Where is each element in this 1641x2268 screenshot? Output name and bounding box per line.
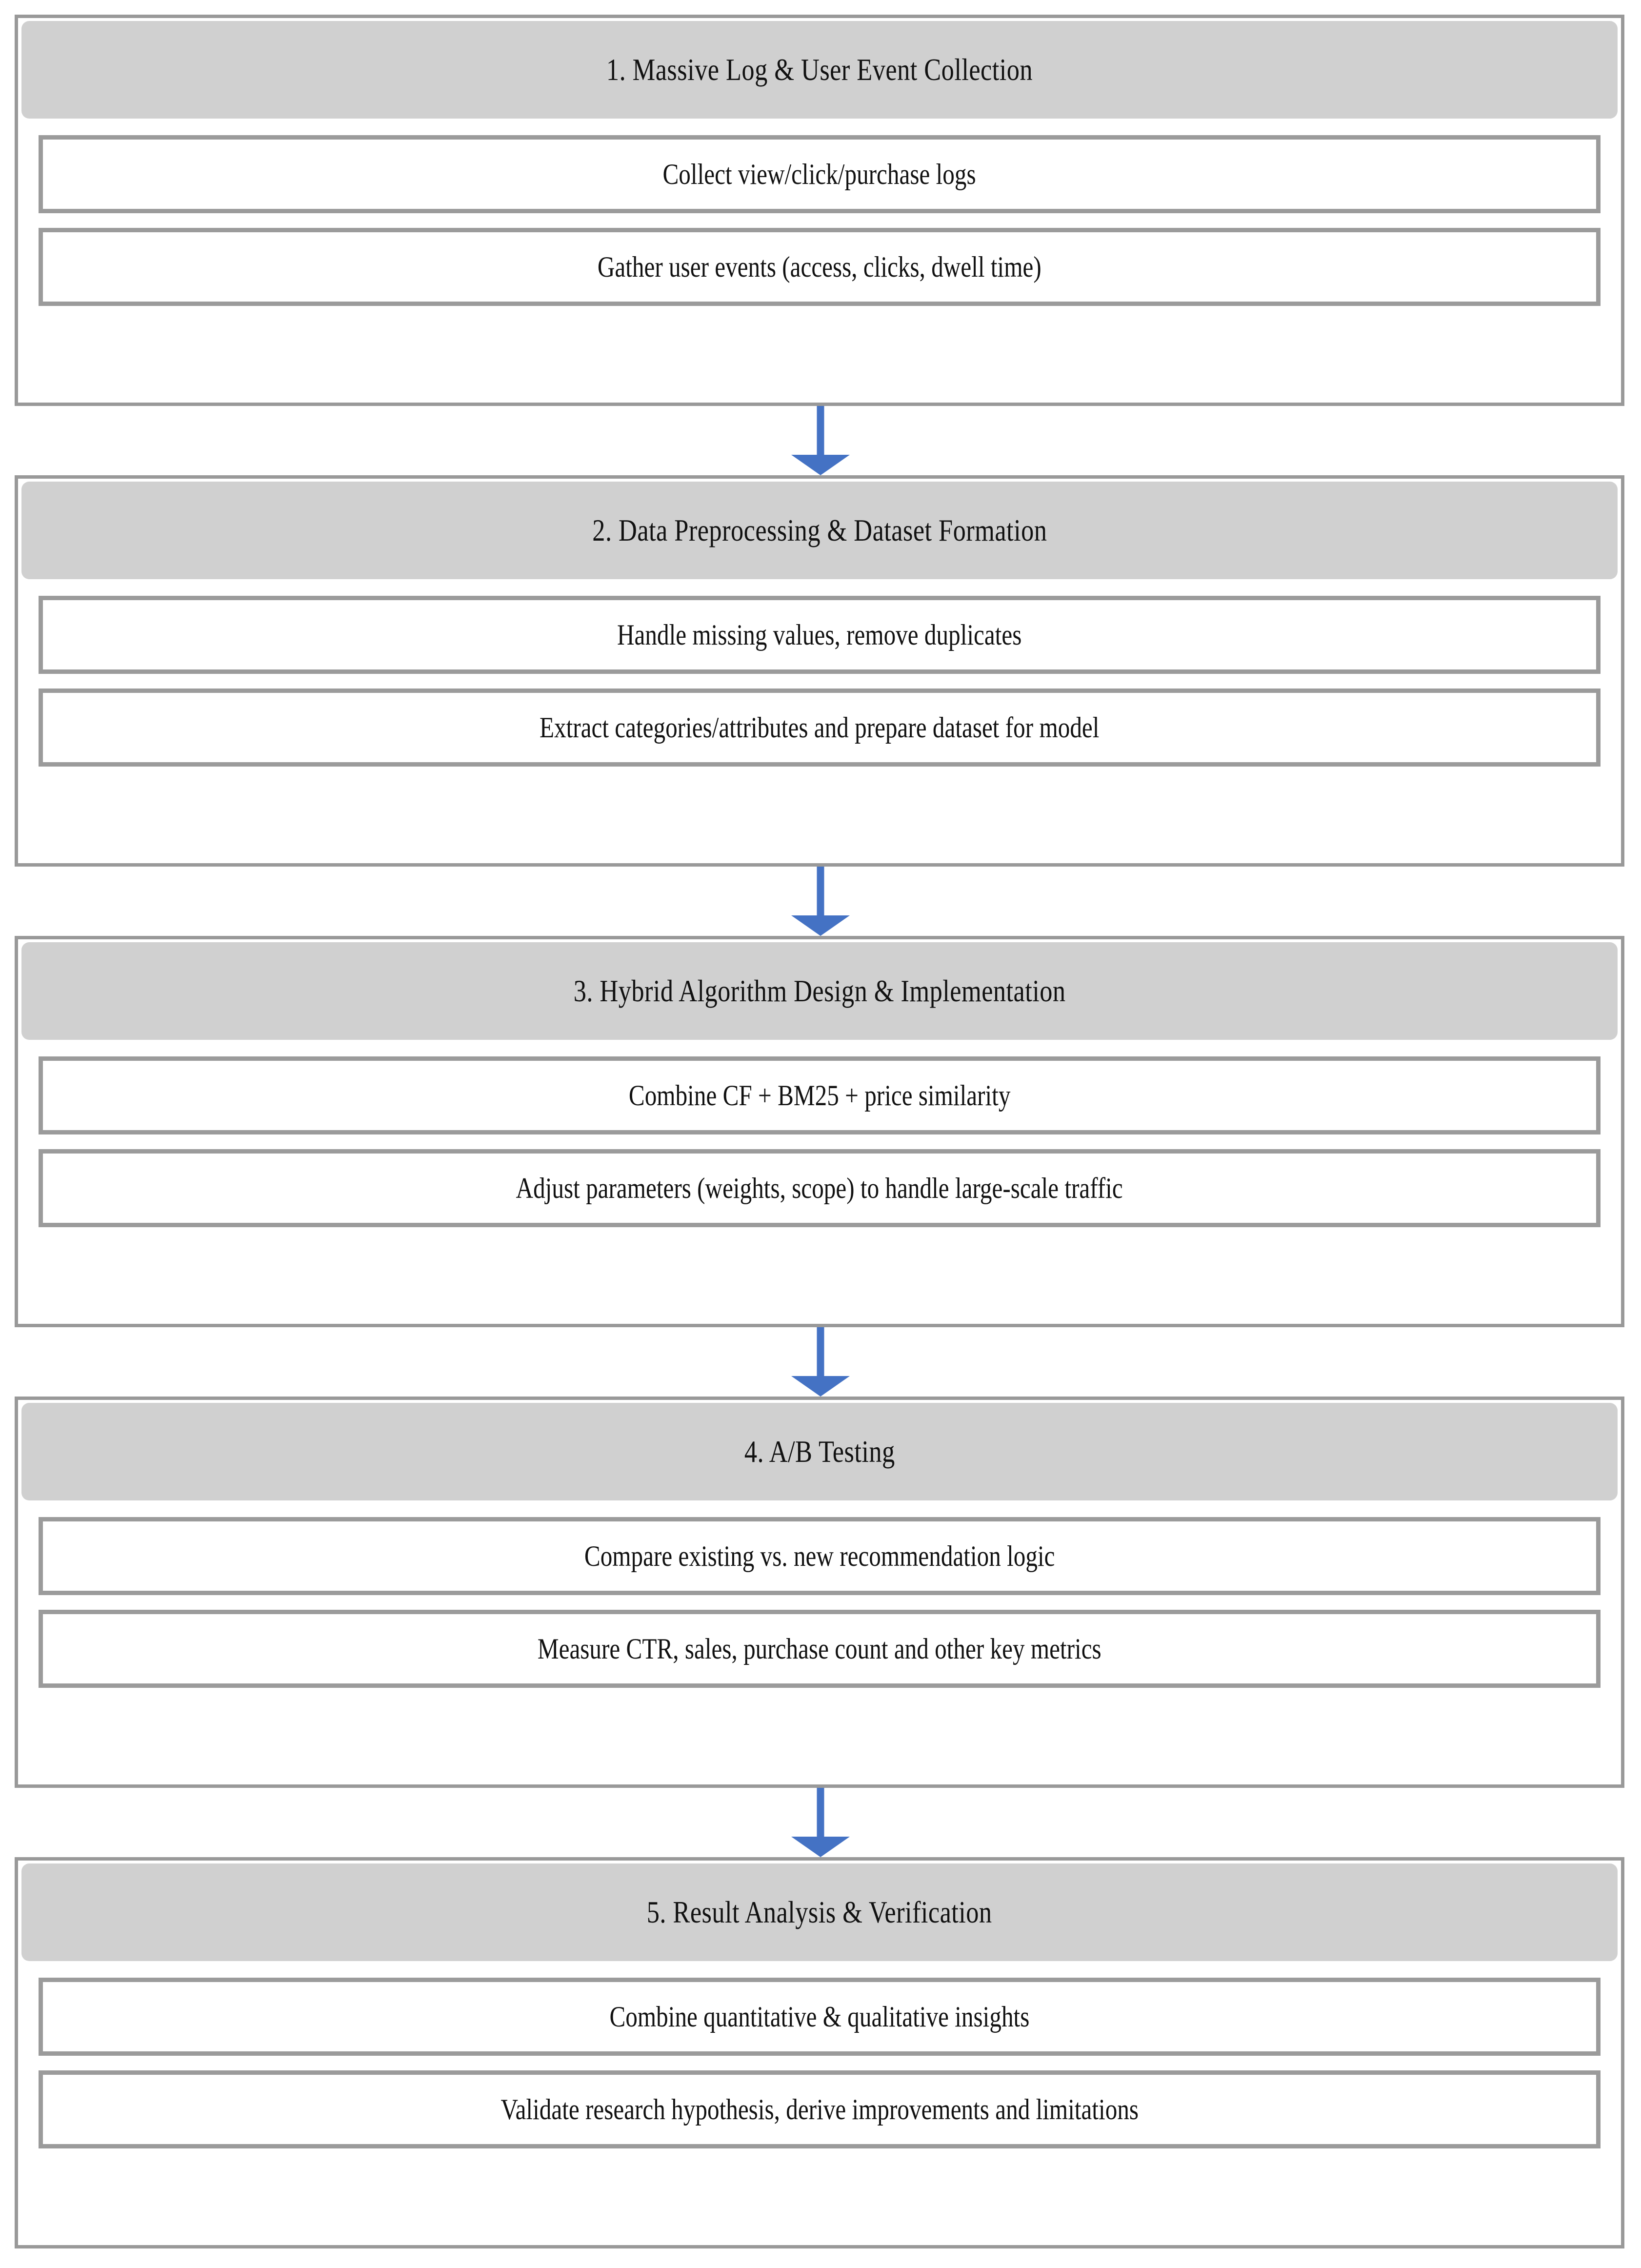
stage-2-item-2[interactable]: Extract categories/attributes and prepar… [39,688,1601,767]
stage-2: 2. Data Preprocessing & Dataset Formatio… [15,475,1624,867]
stage-4-item-1-label: Compare existing vs. new recommendation … [584,1539,1055,1572]
stage-2-header: 2. Data Preprocessing & Dataset Formatio… [21,482,1618,579]
stage-4-item-2-label: Measure CTR, sales, purchase count and o… [538,1632,1101,1665]
arrowhead-icon [791,455,850,475]
stage-3-header: 3. Hybrid Algorithm Design & Implementat… [21,942,1618,1040]
stage-5-header: 5. Result Analysis & Verification [21,1863,1618,1961]
stage-1-item-2[interactable]: Gather user events (access, clicks, dwel… [39,228,1601,306]
stage-3-items: Combine CF + BM25 + price similarity Adj… [18,1040,1621,1241]
stage-5-title: 5. Result Analysis & Verification [647,1895,992,1929]
stage-1-item-2-label: Gather user events (access, clicks, dwel… [598,250,1041,283]
stage-5-item-1[interactable]: Combine quantitative & qualitative insig… [39,1978,1601,2056]
stage-4-item-1[interactable]: Compare existing vs. new recommendation … [39,1517,1601,1595]
stage-1-item-1-label: Collect view/click/purchase logs [662,158,977,190]
connector-stage-4-to-stage-5 [0,1788,1641,1857]
connector-stage-2-to-stage-3 [0,867,1641,936]
stage-2-items: Handle missing values, remove duplicates… [18,579,1621,780]
stage-5-item-1-label: Combine quantitative & qualitative insig… [609,2000,1030,2033]
stage-1: 1. Massive Log & User Event Collection C… [15,15,1624,406]
stage-1-header: 1. Massive Log & User Event Collection [21,21,1618,119]
arrowhead-icon [791,1376,850,1397]
stage-4: 4. A/B Testing Compare existing vs. new … [15,1397,1624,1788]
stage-1-title: 1. Massive Log & User Event Collection [606,52,1033,87]
stage-4-title: 4. A/B Testing [744,1434,895,1469]
stage-3: 3. Hybrid Algorithm Design & Implementat… [15,936,1624,1327]
stage-5-item-2[interactable]: Validate research hypothesis, derive imp… [39,2070,1601,2148]
stage-3-item-2-label: Adjust parameters (weights, scope) to ha… [516,1172,1123,1204]
stage-1-items: Collect view/click/purchase logs Gather … [18,119,1621,320]
connector-stage-3-to-stage-4 [0,1327,1641,1397]
stage-3-item-1-label: Combine CF + BM25 + price similarity [628,1079,1011,1112]
arrowhead-icon [791,915,850,936]
stage-3-item-2[interactable]: Adjust parameters (weights, scope) to ha… [39,1149,1601,1227]
connector-stage-1-to-stage-2 [0,406,1641,475]
stage-2-item-1-label: Handle missing values, remove duplicates [617,618,1022,651]
stage-1-item-1[interactable]: Collect view/click/purchase logs [39,135,1601,213]
arrowhead-icon [791,1837,850,1857]
stage-4-items: Compare existing vs. new recommendation … [18,1500,1621,1701]
stage-2-item-1[interactable]: Handle missing values, remove duplicates [39,596,1601,674]
stage-3-title: 3. Hybrid Algorithm Design & Implementat… [573,973,1066,1008]
stage-5-items: Combine quantitative & qualitative insig… [18,1961,1621,2162]
stage-2-title: 2. Data Preprocessing & Dataset Formatio… [592,513,1047,547]
stage-2-item-2-label: Extract categories/attributes and prepar… [540,711,1100,744]
stage-4-item-2[interactable]: Measure CTR, sales, purchase count and o… [39,1610,1601,1688]
stage-3-item-1[interactable]: Combine CF + BM25 + price similarity [39,1056,1601,1134]
stage-4-header: 4. A/B Testing [21,1403,1618,1500]
stage-5: 5. Result Analysis & Verification Combin… [15,1857,1624,2248]
stage-5-item-2-label: Validate research hypothesis, derive imp… [500,2093,1139,2126]
